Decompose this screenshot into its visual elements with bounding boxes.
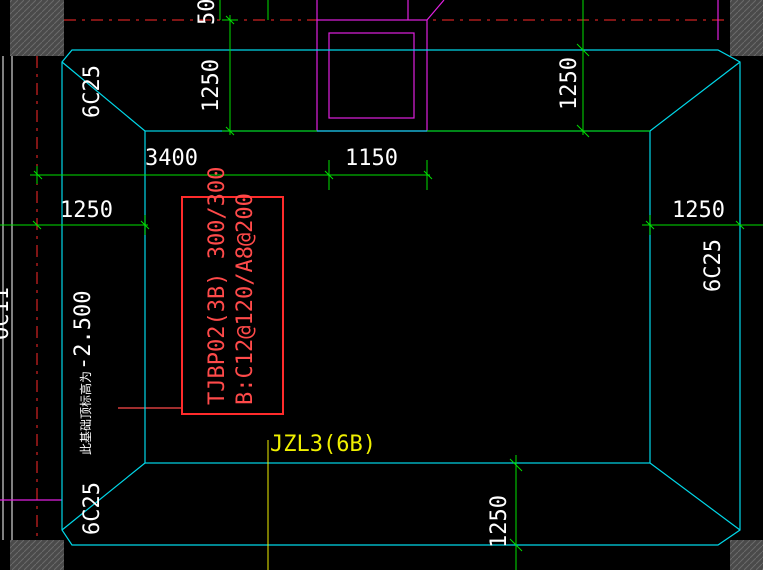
foundation-outline	[61, 49, 741, 546]
inner-boundary	[144, 130, 651, 464]
left-edge-lines	[2, 56, 13, 540]
dim-right-side: 1250	[672, 198, 725, 223]
dim-left-side: 1250	[60, 198, 113, 223]
annotation-line2: B:C12@120/A8@200	[233, 193, 258, 405]
dim-horizontal-left: 3400	[145, 146, 198, 171]
column-hatch-icon	[10, 0, 763, 570]
highlight-box[interactable]	[181, 196, 284, 415]
dim-bottom-vertical: 1250	[487, 495, 512, 548]
magenta-inner-box	[328, 32, 415, 119]
dim-horizontal-mid: 1150	[345, 146, 398, 171]
rebar-label-right: 6C25	[701, 239, 726, 292]
column-bottom-right	[730, 540, 763, 570]
annotation-line1: TJBP02(3B) 300/300	[205, 167, 230, 405]
elevation-note-value: -2.500	[71, 291, 96, 370]
dim-top-right-vertical: 1250	[557, 57, 582, 110]
rebar-label-top-left: 6C25	[80, 65, 105, 118]
beam-label: JZL3(6B)	[270, 432, 376, 457]
column-top-right	[730, 0, 763, 56]
rebar-label-left-edge: OC11	[0, 287, 14, 340]
column-bottom-left	[10, 540, 64, 570]
axis-lines	[36, 19, 730, 540]
rebar-label-bottom-left: 6C25	[80, 482, 105, 535]
magenta-outer-box	[316, 19, 428, 132]
column-top-left	[10, 0, 64, 56]
outer-boundary	[61, 49, 741, 546]
magenta-structure	[0, 0, 719, 501]
dim-top-partial: 50	[195, 0, 220, 25]
dim-top-left-vertical: 1250	[199, 59, 224, 112]
elevation-note-prefix: 此基础顶标高为	[78, 371, 93, 455]
